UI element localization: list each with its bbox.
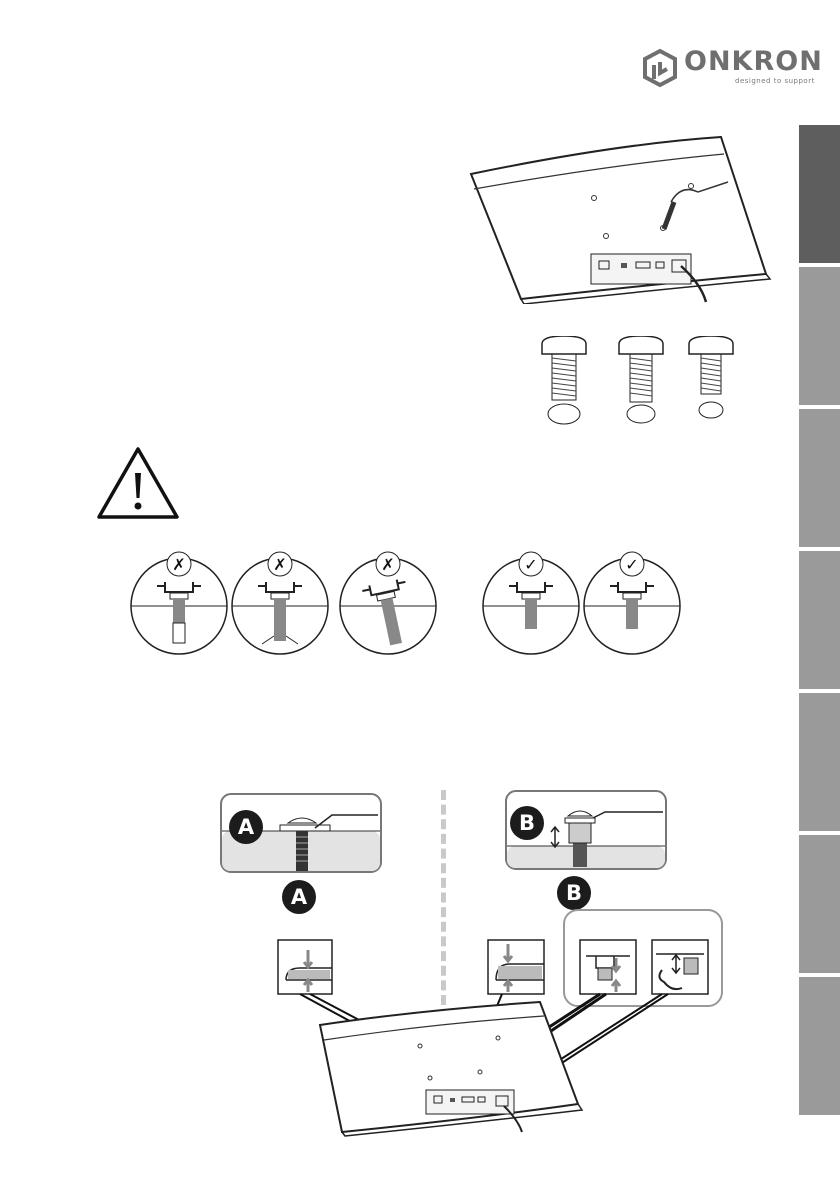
warning-triangle-icon [95,445,181,521]
check-circle-incorrect-3: ✗ [340,552,436,654]
brand-tagline: designed to support [735,77,815,85]
tv-back-illustration [466,134,776,304]
svg-text:✓: ✓ [625,555,638,574]
onkron-cube-logo-icon [640,48,680,88]
side-tab-6[interactable] [799,835,840,973]
screw-fit-checks: ✗ ✗ ✗ ✓ ✓ [130,546,690,658]
check-circle-correct-2: ✓ [584,552,680,654]
side-tab-1[interactable] [799,125,840,263]
detail-b-badge: B [510,806,544,840]
tv-mounting-depth-diagram [270,908,730,1140]
side-tab-3[interactable] [799,409,840,547]
detail-a-badge: A [229,810,263,844]
screw-types-illustration [535,336,745,432]
brand-name: ONKRON [684,46,823,77]
svg-text:✗: ✗ [381,555,394,574]
check-circle-correct-1: ✓ [483,552,579,654]
svg-text:✗: ✗ [172,555,185,574]
side-tab-7[interactable] [799,977,840,1115]
check-circle-incorrect-2: ✗ [232,552,328,654]
side-tab-2[interactable] [799,267,840,405]
callout-label-b: B [557,876,591,910]
check-circle-incorrect-1: ✗ [131,552,227,654]
svg-text:✓: ✓ [524,555,537,574]
brand-logo: ONKRON designed to support [640,44,800,92]
side-tab-4[interactable] [799,551,840,689]
side-tab-5[interactable] [799,693,840,831]
side-tab-strip [799,125,840,1110]
svg-text:✗: ✗ [273,555,286,574]
